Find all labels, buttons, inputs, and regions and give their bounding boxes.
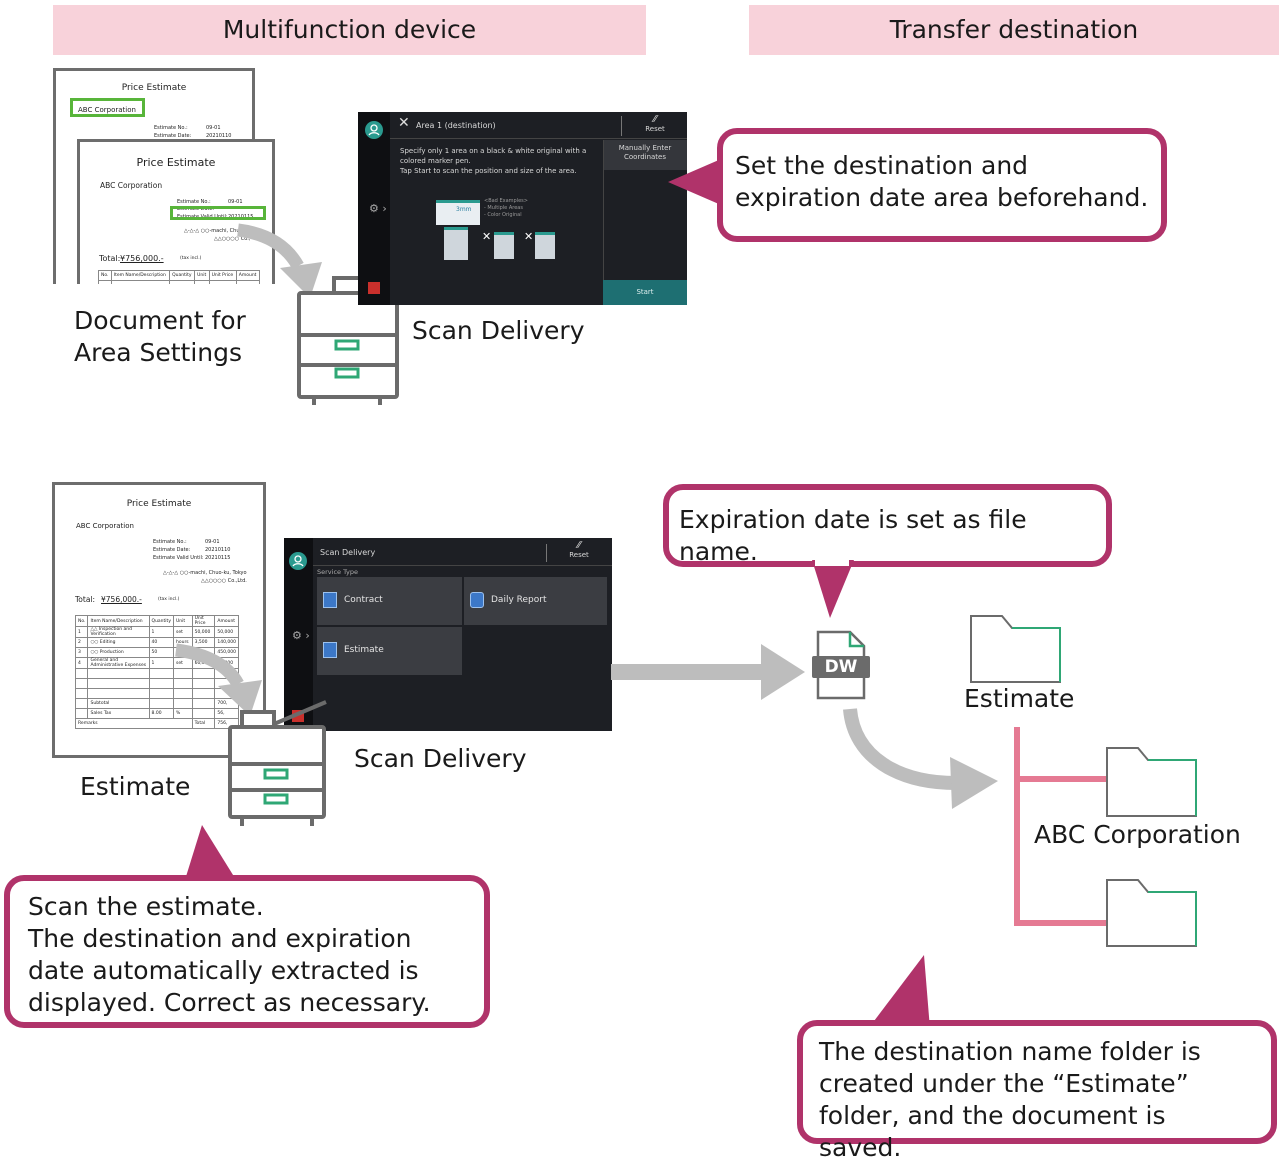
- clock-icon: [470, 592, 484, 608]
- folder-icon: [1106, 879, 1197, 947]
- estimate-caption: Estimate: [80, 772, 191, 801]
- example-image: [444, 227, 468, 260]
- reset-icon: ⁄⁄: [653, 114, 657, 125]
- reset-icon: ⁄⁄: [577, 540, 581, 551]
- folder-icon: [970, 615, 1061, 683]
- tree-line: [1014, 727, 1020, 926]
- document-icon: [323, 592, 337, 608]
- callout-saved: The destination name folder is created u…: [797, 1020, 1277, 1162]
- doc-company: ABC Corporation: [100, 181, 163, 190]
- tree-line: [1014, 920, 1108, 926]
- tile-daily-report[interactable]: Daily Report: [464, 577, 607, 625]
- tile-estimate[interactable]: Estimate: [317, 627, 462, 675]
- transfer-arrow-icon: [611, 644, 805, 700]
- document-icon: [323, 642, 337, 658]
- manually-enter-coordinates-button[interactable]: Manually Enter Coordinates: [603, 140, 687, 170]
- callout-filename: Expiration date is set as file name.: [663, 484, 1112, 567]
- callout-pointer-icon: [184, 825, 238, 883]
- stop-icon[interactable]: [368, 282, 380, 294]
- folder-abc-label: ABC Corporation: [1034, 820, 1241, 849]
- callout-scan: Scan the estimate. The destination and e…: [4, 875, 490, 1028]
- tile-contract[interactable]: Contract: [317, 577, 462, 625]
- bad-example-icon: ✕: [524, 230, 534, 243]
- doc-title: Price Estimate: [121, 83, 187, 93]
- callout-pointer-icon: [812, 560, 854, 618]
- start-button[interactable]: Start: [603, 280, 687, 305]
- folder-icon: [1106, 747, 1197, 817]
- bad-example-color-image: [535, 232, 555, 259]
- folder-estimate-label: Estimate: [964, 684, 1075, 713]
- doc-title: Price Estimate: [136, 156, 216, 169]
- example-good-image: [436, 200, 480, 225]
- doc-company: ABC Corporation: [78, 106, 136, 114]
- area-settings-panel: ⚙ › ✕ Area 1 (destination) ⁄⁄ Reset Spec…: [358, 112, 687, 305]
- header-multifunction-device: Multifunction device: [53, 5, 646, 55]
- panel-title: Area 1 (destination): [416, 121, 496, 130]
- scan-delivery-panel: ⚙ › Scan Delivery ⁄⁄ Reset Service Type …: [284, 538, 612, 731]
- scan-delivery-label: Scan Delivery: [354, 744, 527, 773]
- document-icon: [812, 630, 870, 700]
- curved-arrow-icon: [175, 643, 262, 716]
- close-icon[interactable]: ✕: [398, 115, 410, 131]
- tree-line: [1014, 776, 1108, 782]
- account-icon[interactable]: [365, 121, 383, 139]
- account-icon[interactable]: [289, 552, 307, 570]
- bad-example-multiple-image: [494, 232, 514, 259]
- callout-pointer-icon: [868, 955, 930, 1029]
- doc-title: Price Estimate: [126, 499, 192, 509]
- company-highlight-box: [70, 98, 145, 117]
- bad-example-icon: ✕: [482, 230, 492, 243]
- header-transfer-destination: Transfer destination: [749, 5, 1279, 55]
- doc-caption: Document for Area Settings: [74, 306, 246, 367]
- callout-set-area: Set the destination and expiration date …: [717, 128, 1167, 242]
- service-type-label: Service Type: [317, 568, 359, 576]
- reset-button[interactable]: ⁄⁄ Reset: [640, 114, 670, 133]
- panel-title: Scan Delivery: [320, 548, 376, 557]
- scan-delivery-label: Scan Delivery: [412, 316, 585, 345]
- estimate-document: Price Estimate ABC Corporation Estimate …: [52, 482, 266, 758]
- gear-icon[interactable]: ⚙ ›: [369, 202, 387, 215]
- expiration-highlight-box: [170, 206, 266, 220]
- curved-arrow-icon: [237, 223, 322, 298]
- printer-icon: [228, 700, 327, 826]
- gear-icon[interactable]: ⚙ ›: [292, 629, 310, 642]
- reset-button[interactable]: ⁄⁄ Reset: [564, 540, 594, 559]
- curved-arrow-icon: [843, 708, 998, 809]
- doc-company: ABC Corporation: [76, 522, 134, 530]
- panel-instructions: Specify only 1 area on a black & white o…: [400, 147, 587, 175]
- file-type-label: DW: [824, 657, 858, 677]
- bad-examples-text: <Bad Examples> - Multiple Areas - Color …: [484, 198, 528, 218]
- callout-pointer-icon: [668, 156, 728, 208]
